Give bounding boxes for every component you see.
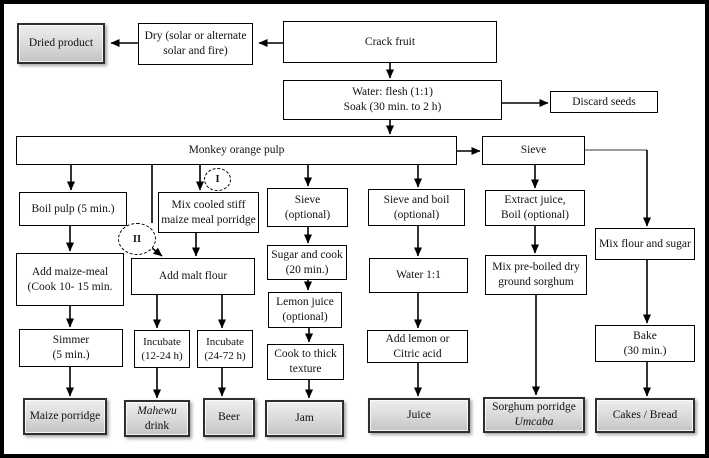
- node-mahewu-drink: Mahewu drink: [124, 400, 190, 437]
- node-label: Add lemon or: [385, 332, 450, 345]
- node-water-1-1: Water 1:1: [369, 258, 468, 293]
- node-add-lemon-citric: Add lemon or Citric acid: [367, 330, 468, 363]
- node-label: ground sorghum: [498, 276, 574, 288]
- marker-label: II: [132, 233, 142, 245]
- node-label: Jam: [295, 412, 314, 425]
- node-label: (24-72 h): [204, 350, 246, 362]
- node-label: (Cook 10- 15 min.: [27, 280, 113, 293]
- node-label: Add maize-meal: [31, 265, 109, 278]
- node-label: Umcaba: [514, 416, 554, 428]
- node-water-soak: Water: flesh (1:1) Soak (30 min. to 2 h): [283, 80, 502, 120]
- node-label: Monkey orange pulp: [188, 144, 285, 157]
- node-label: Discard seeds: [572, 95, 636, 108]
- node-sieve: Sieve: [482, 136, 585, 165]
- node-discard-seeds: Discard seeds: [550, 91, 658, 113]
- node-label: Water 1:1: [396, 269, 441, 282]
- node-cook-to-thick: Cook to thick texture: [267, 344, 344, 380]
- node-label: Dry (solar or alternate: [144, 30, 247, 43]
- node-label: Citric acid: [393, 347, 442, 360]
- node-dried-product: Dried product: [17, 23, 105, 64]
- node-lemon-juice: Lemon juice (optional): [268, 292, 342, 328]
- node-label: Incubate: [206, 335, 244, 348]
- arrow-circle-ii-to-malt: [151, 247, 163, 257]
- node-mix-flour-and-sugar: Mix flour and sugar: [595, 228, 695, 260]
- node-incubate-24-72: Incubate (24-72 h): [197, 330, 253, 368]
- node-label: maize meal porridge: [161, 213, 256, 226]
- marker-circle-ii: II: [118, 223, 156, 255]
- node-label: (optional): [282, 311, 328, 323]
- node-label: Bake: [633, 329, 657, 342]
- node-label: Sieve: [294, 193, 321, 206]
- node-label: Boil (optional): [500, 209, 570, 221]
- node-label: texture: [289, 363, 322, 375]
- node-label: Water: flesh (1:1): [352, 86, 433, 99]
- node-jam: Jam: [265, 400, 344, 437]
- node-monkey-orange-pulp: Monkey orange pulp: [16, 136, 457, 165]
- node-label: Add malt flour: [158, 270, 228, 283]
- node-maize-porridge: Maize porridge: [23, 398, 107, 435]
- node-juice: Juice: [368, 398, 470, 433]
- node-label: Dried product: [28, 37, 94, 50]
- node-bake: Bake (30 min.): [595, 325, 695, 362]
- node-label: Cakes / Bread: [612, 409, 678, 422]
- node-label: (5 min.): [52, 349, 90, 361]
- node-add-malt-flour: Add malt flour: [131, 258, 255, 295]
- marker-label: I: [215, 174, 220, 185]
- node-label: (20 min.): [285, 263, 329, 276]
- node-label: drink: [144, 419, 170, 432]
- node-label: Mahewu: [137, 404, 177, 417]
- node-label: solar and fire): [163, 45, 228, 57]
- node-label: Beer: [218, 411, 240, 424]
- node-mix-cooled-porridge: Mix cooled stiff maize meal porridge: [158, 192, 259, 233]
- node-label: Maize porridge: [29, 410, 101, 423]
- node-label: (30 min.): [623, 344, 667, 357]
- node-boil-pulp: Boil pulp (5 min.): [19, 192, 127, 226]
- node-beer: Beer: [203, 398, 255, 437]
- node-crack-fruit: Crack fruit: [283, 21, 497, 63]
- node-label: Mix flour and sugar: [599, 237, 691, 250]
- marker-circle-i: I: [204, 168, 231, 191]
- node-label: Mix cooled stiff: [171, 198, 246, 211]
- node-label: Sieve and boil: [383, 193, 450, 206]
- node-sugar-and-cook: Sugar and cook (20 min.): [267, 245, 347, 280]
- node-dry: Dry (solar or alternate solar and fire): [138, 23, 253, 65]
- node-label: (optional): [284, 208, 331, 221]
- node-label: Simmer: [52, 334, 90, 347]
- node-label: Crack fruit: [364, 35, 416, 48]
- node-add-maize-meal: Add maize-meal (Cook 10- 15 min.: [16, 253, 124, 306]
- node-sorghum-porridge: Sorghum porridge Umcaba: [483, 397, 585, 433]
- node-sieve-optional: Sieve (optional): [267, 188, 348, 227]
- node-label: Sorghum porridge: [492, 401, 576, 414]
- node-sieve-and-boil: Sieve and boil (optional): [368, 189, 465, 226]
- node-mix-preboiled-sorghum: Mix pre-boiled dry ground sorghum: [485, 255, 587, 295]
- node-cakes-bread: Cakes / Bread: [595, 398, 695, 433]
- node-label: Soak (30 min. to 2 h): [343, 101, 442, 113]
- node-simmer: Simmer (5 min.): [19, 329, 123, 367]
- node-extract-juice: Extract juice, Boil (optional): [485, 190, 585, 226]
- node-label: Lemon juice: [276, 296, 334, 309]
- node-label: Mix pre-boiled dry: [492, 261, 580, 274]
- node-label: Sieve: [520, 144, 547, 157]
- node-label: (12-24 h): [141, 350, 183, 362]
- node-label: Cook to thick: [274, 348, 337, 361]
- node-label: Extract juice,: [504, 194, 566, 207]
- node-label: Juice: [407, 409, 431, 422]
- node-label: Sugar and cook: [271, 248, 343, 261]
- node-incubate-12-24: Incubate (12-24 h): [134, 330, 190, 368]
- node-label: (optional): [393, 208, 440, 221]
- node-label: Boil pulp (5 min.): [31, 202, 115, 215]
- node-label: Incubate: [143, 335, 181, 348]
